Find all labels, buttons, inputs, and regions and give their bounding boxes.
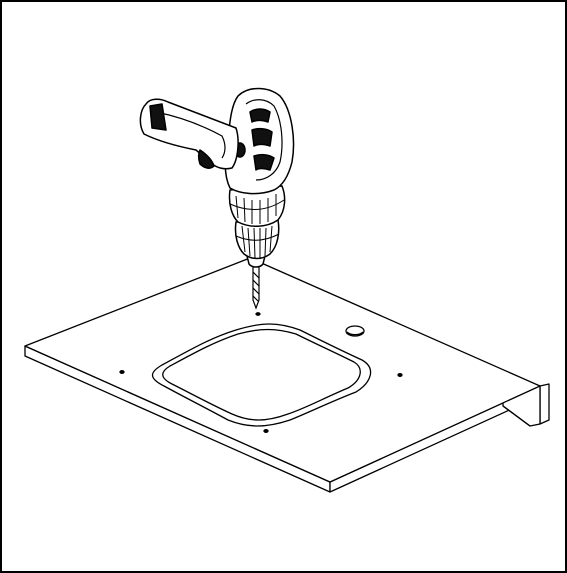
drill-clutch-collar (228, 185, 286, 227)
panel-mount-hole (263, 429, 269, 433)
drill-bit-icon (252, 265, 260, 310)
drill-vent (249, 108, 271, 123)
panel-mount-hole (119, 370, 125, 374)
drill-battery-grip (149, 103, 167, 131)
panel-lip-face (539, 383, 550, 425)
drill-target-mark (255, 312, 261, 316)
cordless-drill-icon (139, 87, 295, 268)
drill-vent (253, 153, 275, 171)
drill-handle (139, 98, 239, 170)
sink-cutout-panel-icon (24, 257, 550, 493)
drill-vent (251, 127, 273, 147)
panel-mount-hole (397, 373, 403, 377)
panel-cutout-inner (162, 328, 361, 421)
drill-trigger (197, 149, 215, 169)
